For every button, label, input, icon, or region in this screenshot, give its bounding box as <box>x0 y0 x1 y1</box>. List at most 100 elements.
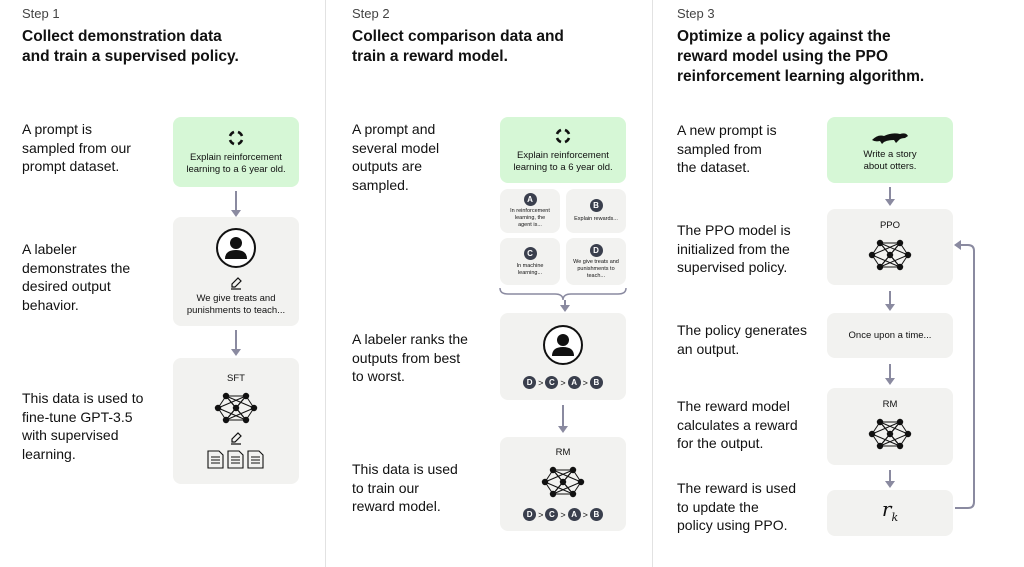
rank-badge: C <box>545 508 559 521</box>
reward-box: rk <box>827 490 953 536</box>
desc-line: A prompt is <box>22 121 93 137</box>
neural-network-icon <box>866 414 914 454</box>
desc-line: for the output. <box>677 435 764 451</box>
documents-icon <box>206 448 266 470</box>
column-divider <box>325 0 326 567</box>
feedback-loop-arrow <box>954 240 975 509</box>
output-line: In machine <box>516 262 544 269</box>
ranking: D> C> A> B <box>523 508 603 521</box>
desc-line: with supervised <box>22 427 119 443</box>
rank-badge: C <box>545 376 559 389</box>
desc-line: outputs are <box>352 158 423 174</box>
desc-line: supervised policy. <box>677 259 788 275</box>
desc-line: calculates a reward <box>677 416 798 433</box>
arrow-down <box>885 187 895 206</box>
cycle-icon <box>553 126 573 150</box>
desc-line: A labeler <box>22 241 77 257</box>
neural-network-icon <box>212 388 260 428</box>
title-line: reinforcement learning algorithm. <box>677 68 925 85</box>
prompt-line: about otters. <box>863 160 917 172</box>
desc-line: This data is used <box>352 461 458 477</box>
greater-than: > <box>560 377 566 388</box>
neural-network-icon <box>866 235 914 275</box>
sft-model-box: SFT <box>173 358 299 484</box>
rank-badge: B <box>589 376 603 389</box>
desc-line: policy using PPO. <box>677 517 788 533</box>
rank-badge: D <box>523 376 537 389</box>
description: This data is used to fine-tune GPT-3.5 wit… <box>22 389 143 463</box>
reward-subscript: k <box>891 510 899 524</box>
otter-icon <box>870 128 910 149</box>
model-label: PPO <box>879 219 901 231</box>
desc-line: demonstrates the <box>22 259 131 276</box>
desc-line: outputs from best <box>352 349 461 366</box>
prompt-line: Explain reinforcement <box>190 152 282 163</box>
model-label: RM <box>882 399 898 410</box>
output-line: Explain rewards... <box>574 216 618 222</box>
reward-r: r <box>881 496 892 521</box>
desc-line: to worst. <box>352 368 405 384</box>
reward-model-box: RM D> C> A> B <box>500 437 626 531</box>
arrow-down <box>231 330 241 356</box>
desc-line: prompt dataset. <box>22 158 120 174</box>
output-box: Once upon a time... <box>827 313 953 358</box>
labeler-icon <box>215 227 257 273</box>
desc-line: sampled. <box>352 176 409 193</box>
rank-badge: B <box>589 508 603 521</box>
step-label: Step 2 <box>352 6 390 21</box>
reward-symbol: rk <box>882 499 898 528</box>
desc-line: sampled from our <box>22 139 131 156</box>
desc-line: to update the <box>677 498 759 515</box>
pencil-icon <box>229 273 243 293</box>
prompt-line: Write a story <box>863 148 917 160</box>
desc-line: fine-tune GPT-3.5 <box>22 408 133 425</box>
step-title: Optimize a policy against the reward mod… <box>677 27 924 87</box>
desc-line: A prompt and <box>352 121 436 137</box>
arrow-down <box>558 405 568 433</box>
column-divider <box>652 0 653 567</box>
arrow-down <box>885 364 895 385</box>
desc-line: sampled from <box>677 140 762 157</box>
greater-than: > <box>538 509 544 520</box>
demo-line: We give treats and <box>196 292 276 304</box>
desc-line: several model <box>352 139 440 156</box>
step-label: Step 1 <box>22 6 60 21</box>
step-title: Collect comparison data and train a rewa… <box>352 27 564 67</box>
desc-line: reward model. <box>352 498 441 514</box>
rank-badge: D <box>523 508 537 521</box>
title-line: Optimize a policy against the <box>677 28 891 45</box>
output-b: B Explain rewards... <box>566 189 626 233</box>
output-badge: C <box>523 246 537 260</box>
prompt-line: learning to a 6 year old. <box>186 164 286 175</box>
labeler-icon <box>542 324 584 370</box>
output-line: learning, the <box>514 215 546 221</box>
reward-model-box: RM <box>827 388 953 465</box>
desc-line: initialized from the <box>677 240 790 257</box>
greater-than: > <box>582 509 588 520</box>
desc-line: to train our <box>352 479 419 496</box>
desc-line: This data is used to <box>22 390 144 406</box>
step-title: Collect demonstration data and train a s… <box>22 27 239 67</box>
desc-line: A new prompt is <box>677 122 777 138</box>
title-line: Collect comparison data and <box>352 28 564 45</box>
title-line: and train a supervised policy. <box>22 48 239 65</box>
bracket <box>499 287 627 301</box>
cycle-icon <box>226 128 246 152</box>
desc-line: learning. <box>22 445 76 462</box>
output-line: punishments to <box>577 265 615 272</box>
model-label: RM <box>555 447 571 458</box>
output-line: teach... <box>586 272 606 279</box>
arrow-down <box>231 191 241 217</box>
output-line: In reinforcement <box>510 208 550 214</box>
desc-line: the dataset. <box>677 159 751 175</box>
prompt-line: learning to a 6 year old. <box>513 162 613 173</box>
output-text: Once upon a time... <box>848 329 932 341</box>
greater-than: > <box>538 377 544 388</box>
